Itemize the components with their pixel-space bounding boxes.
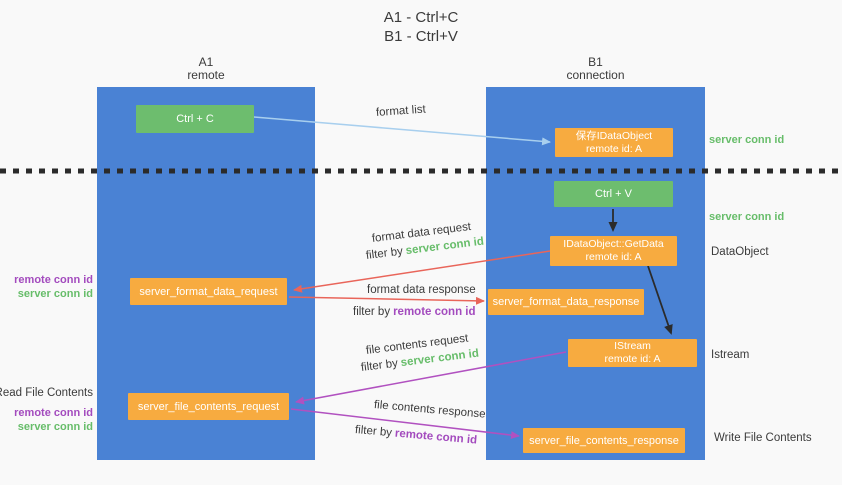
column-b1-subtitle: connection — [566, 68, 625, 82]
server-file-contents-response-label: server_file_contents_response — [529, 434, 679, 447]
remote-conn-id-inline-2: remote conn id — [394, 427, 478, 447]
filter-by-text-4: filter by — [354, 424, 393, 440]
server-file-contents-response-box: server_file_contents_response — [523, 428, 685, 453]
title-line-2: B1 - Ctrl+V — [384, 28, 458, 45]
ctrl-v-box: Ctrl + V — [554, 181, 673, 207]
column-header-b1: B1 connection — [486, 56, 705, 82]
file-contents-response-label: file contents response — [373, 399, 486, 421]
save-dataobject-line2: remote id: A — [585, 142, 643, 155]
server-conn-id-label-bottom-left: server conn id — [17, 421, 93, 433]
istream-box: IStream remote id: A — [568, 339, 697, 367]
column-a1-subtitle: remote — [187, 68, 225, 82]
getdata-line1: IDataObject::GetData — [563, 238, 664, 250]
ctrl-c-label: Ctrl + C — [176, 113, 214, 125]
write-file-contents-label: Write File Contents — [714, 432, 812, 444]
column-header-a1: A1 remote — [97, 56, 315, 82]
remote-conn-id-label-bottom-left: remote conn id — [14, 407, 93, 419]
filter-by-text-2: filter by — [353, 306, 391, 318]
column-a1-name: A1 — [198, 55, 214, 69]
server-format-data-response-box: server_format_data_response — [488, 289, 644, 315]
istream-line2: remote id: A — [604, 353, 661, 365]
server-conn-id-label-top-right: server conn id — [709, 134, 785, 146]
left-conn-id-group-top: remote conn id server conn id — [14, 273, 93, 301]
getdata-box: IDataObject::GetData remote id: A — [550, 236, 677, 266]
server-format-data-request-label: server_format_data_request — [139, 285, 278, 298]
remote-conn-id-inline-1: remote conn id — [393, 306, 476, 318]
read-file-contents-label: Read File Contents — [0, 387, 93, 399]
server-file-contents-request-label: server_file_contents_request — [137, 400, 280, 413]
istream-line1: IStream — [614, 340, 651, 352]
ctrl-v-label: Ctrl + V — [595, 188, 632, 200]
save-dataobject-line1: 保存IDataObject — [575, 129, 653, 142]
filter-by-text-1: filter by — [365, 245, 404, 262]
istream-side-label: Istream — [711, 349, 750, 361]
ctrl-c-box: Ctrl + C — [136, 105, 254, 133]
server-conn-id-label-mid-right: server conn id — [709, 211, 785, 223]
title-line-1: A1 - Ctrl+C — [383, 9, 459, 26]
format-data-response-arrow — [288, 296, 485, 305]
format-list-label: format list — [375, 103, 427, 119]
filter-by-text-3: filter by — [360, 357, 399, 374]
save-dataobject-box: 保存IDataObject remote id: A — [555, 128, 673, 157]
server-format-data-request-box: server_format_data_request — [130, 278, 287, 305]
server-format-data-response-label: server_format_data_response — [492, 296, 640, 308]
diagram-title: A1 - Ctrl+C B1 - Ctrl+V — [0, 8, 842, 46]
column-b1-name: B1 — [588, 55, 603, 69]
server-conn-id-label-top-left: server conn id — [17, 288, 93, 300]
getdata-line2: remote id: A — [585, 251, 642, 263]
dataobject-label: DataObject — [711, 246, 769, 258]
left-conn-id-group-bottom: Read File Contents remote conn id server… — [0, 386, 93, 434]
server-file-contents-request-box: server_file_contents_request — [128, 393, 289, 420]
remote-conn-id-label-top-left: remote conn id — [14, 274, 93, 286]
format-data-response-label: format data response — [367, 284, 476, 296]
